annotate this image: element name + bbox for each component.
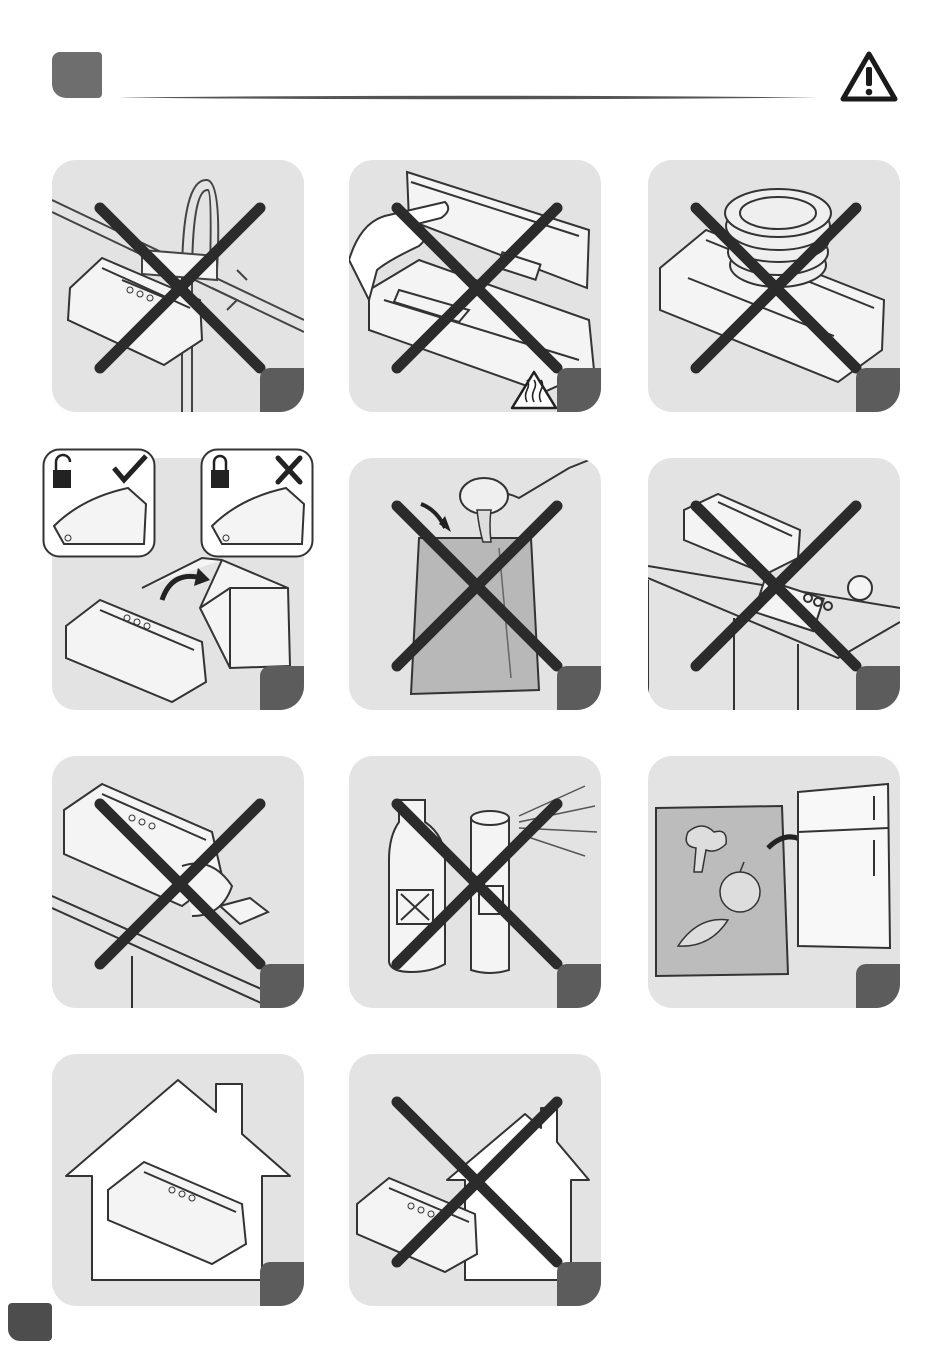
step-badge: [856, 368, 900, 412]
step-badge: [856, 666, 900, 710]
step-badge: [260, 666, 304, 710]
step-badge: [557, 368, 601, 412]
inset-unlocked: [42, 448, 156, 558]
panel-no-objects-on-top: [648, 160, 900, 412]
section-marker: [52, 52, 102, 98]
step-badge: [260, 368, 304, 412]
step-badge: [856, 964, 900, 1008]
inset-locked: [200, 448, 314, 558]
step-badge: [557, 1262, 601, 1306]
page-marker: [8, 1303, 52, 1341]
step-badge: [557, 666, 601, 710]
panel-hot-surface: [349, 160, 601, 412]
panel-refrigerate-food: [648, 756, 900, 1008]
panel-no-outdoor-use: [349, 1054, 601, 1306]
step-badge: [557, 964, 601, 1008]
step-badge: [260, 1262, 304, 1306]
panel-no-flammable: [349, 756, 601, 1008]
panel-no-liquids: [349, 458, 601, 710]
panel-no-water: [52, 160, 304, 412]
panel-no-hot-surface-placement: [648, 458, 900, 710]
panel-no-heat-near-edge: [52, 756, 304, 1008]
step-badge: [260, 964, 304, 1008]
panel-indoor-use: [52, 1054, 304, 1306]
warning-triangle-icon: [840, 50, 898, 102]
header-rule: [118, 95, 818, 100]
